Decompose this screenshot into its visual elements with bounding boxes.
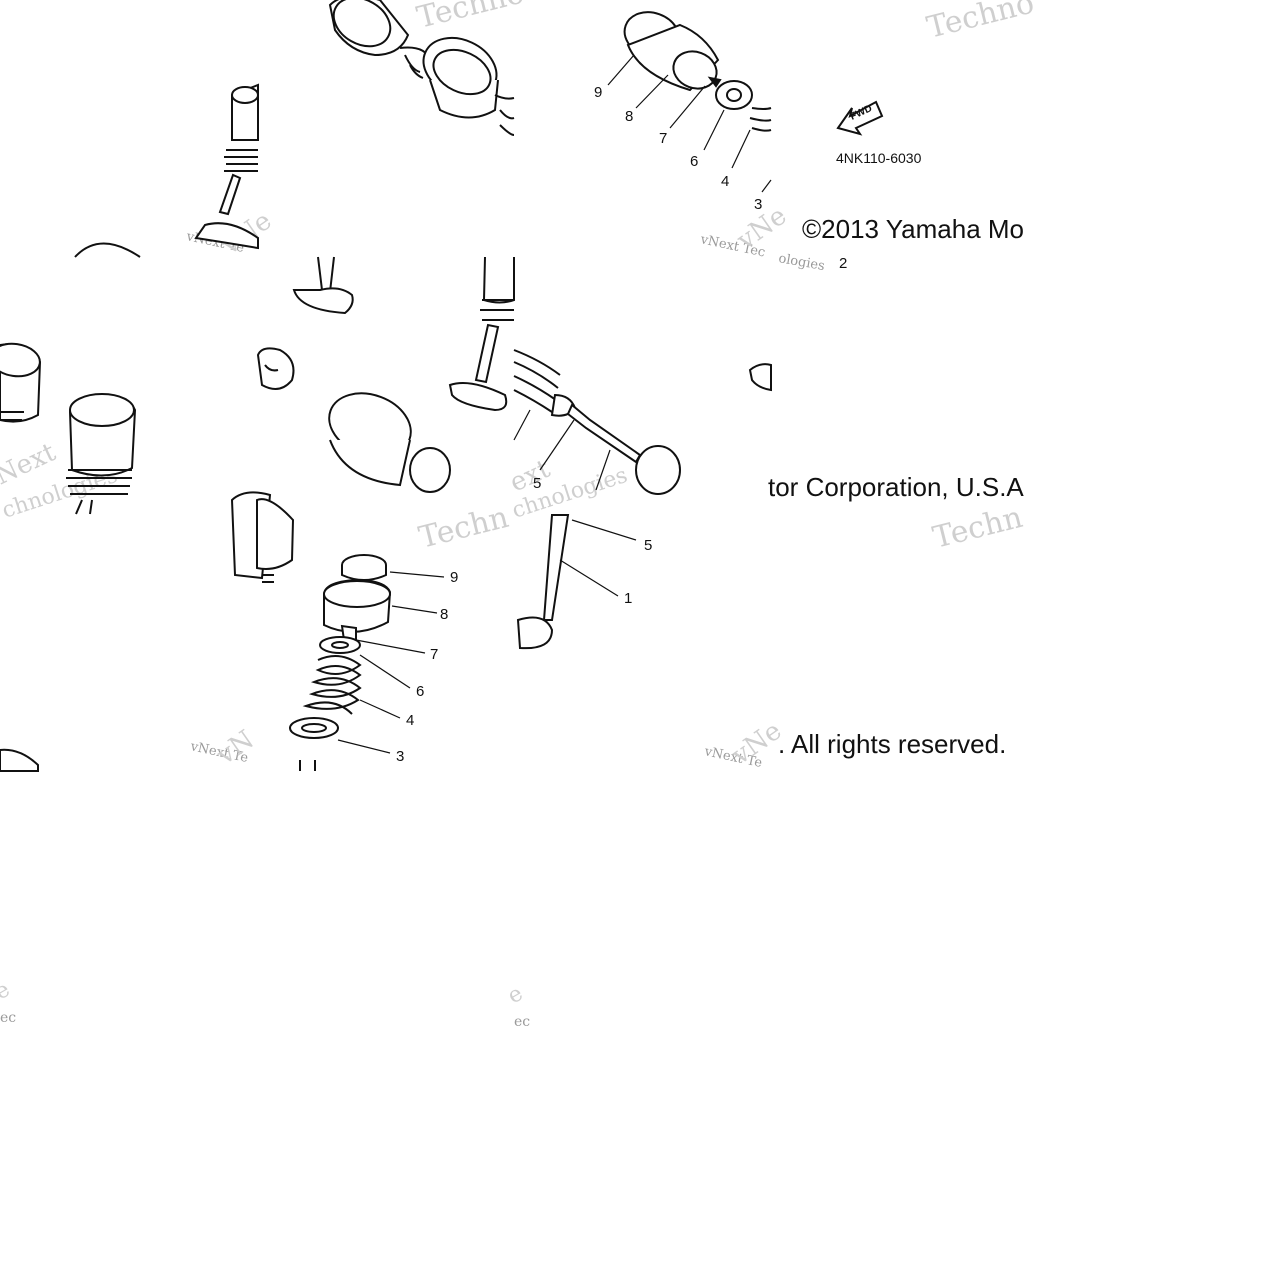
callout-7: 7 — [430, 646, 438, 663]
callout-4: 4 — [406, 712, 414, 729]
watermark-next: e — [504, 981, 528, 1009]
watermark-next: e — [0, 977, 14, 1005]
watermark-techno: Techno — [923, 0, 1037, 46]
tile-center-parts — [256, 256, 515, 493]
callout-8: 8 — [440, 606, 448, 623]
fwd-arrow-icon: FWD — [836, 100, 884, 136]
tile-top-left-1 — [74, 83, 259, 258]
callout-4: 4 — [721, 173, 729, 190]
callout-3: 3 — [754, 196, 762, 213]
watermark-techno: Techn — [415, 500, 512, 556]
callout-5: 5 — [644, 537, 652, 554]
callout-5: 5 — [533, 475, 541, 492]
tile-top-lifters — [328, 0, 515, 136]
watermark-next: vN — [211, 725, 260, 772]
callout-9: 9 — [450, 569, 458, 586]
copyright-line-2: tor Corporation, U.S.A — [768, 472, 1024, 502]
tile-left-lifters — [0, 342, 137, 515]
callout-1: 1 — [624, 590, 632, 607]
callout-9: 9 — [594, 84, 602, 101]
part-code-label: 4NK110-6030 — [836, 150, 922, 166]
callout-2: 2 — [839, 255, 847, 272]
callout-7: 7 — [659, 130, 667, 147]
watermark-techno: Techno — [413, 0, 527, 36]
watermark-techno: Techn — [929, 500, 1026, 556]
callouts-bottom: 9 8 7 6 4 3 — [396, 569, 458, 765]
copyright-line-3: . All rights reserved. — [778, 729, 1007, 759]
tile-valve-spring — [513, 349, 772, 495]
callout-6: 6 — [416, 683, 424, 700]
copyright-line-1: ©2013 Yamaha Mo — [802, 214, 1025, 244]
tile-valve-callouts — [516, 514, 637, 650]
tile-bottom-stack — [256, 498, 445, 771]
tile-bottom-left — [0, 491, 272, 772]
callouts-center: 5 — [533, 475, 541, 492]
callouts-valve: 5 1 2 — [624, 255, 847, 607]
tile-top-callouts — [607, 11, 772, 193]
watermark-logies: ologies — [777, 251, 826, 274]
callout-6: 6 — [690, 153, 698, 170]
watermark-script: ec — [514, 1014, 530, 1030]
callout-3: 3 — [396, 748, 404, 765]
callouts-top: 9 8 7 6 4 3 — [594, 84, 762, 213]
callout-8: 8 — [625, 108, 633, 125]
watermark-script: ec — [0, 1010, 16, 1026]
